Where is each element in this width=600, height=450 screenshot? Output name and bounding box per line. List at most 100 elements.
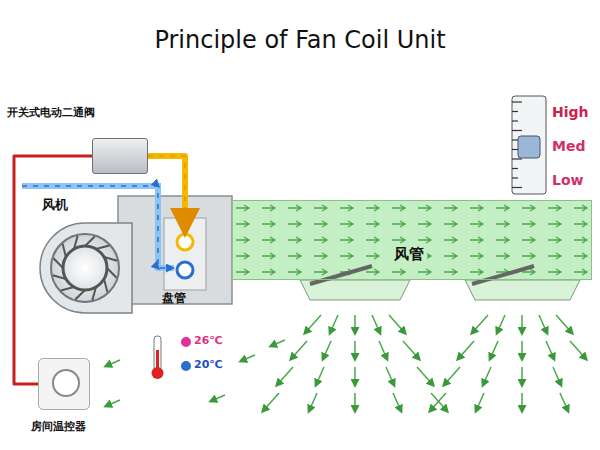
cold-dot	[181, 361, 191, 371]
air-arrow	[444, 367, 460, 385]
part-label: Med	[552, 138, 585, 154]
air-arrow	[431, 393, 447, 411]
tick	[512, 130, 522, 131]
air-arrow	[309, 393, 317, 411]
air-arrow	[539, 315, 547, 333]
air-arrow	[291, 341, 307, 359]
air-arrow	[521, 341, 523, 359]
air-arrow	[354, 393, 356, 411]
fan-blade	[61, 287, 74, 290]
chilled-water-pipe	[22, 186, 174, 268]
coil-inlet	[177, 234, 193, 250]
duct-airflow	[232, 200, 592, 280]
coil-outlet	[177, 262, 193, 278]
fan-wheel	[51, 234, 119, 302]
part-label: 20℃	[194, 358, 223, 371]
thermometer-bulb	[152, 367, 164, 379]
air-arrow	[497, 315, 505, 333]
air-arrow	[354, 315, 356, 333]
air-duct: 风管	[232, 200, 592, 280]
fan-blade	[63, 244, 66, 257]
air-arrow	[323, 341, 331, 359]
node-label: 风机	[42, 196, 68, 214]
fan-blade	[96, 246, 109, 249]
fan-blade	[85, 236, 95, 246]
air-arrow	[403, 341, 419, 359]
air-arrow	[556, 315, 572, 333]
tick	[512, 101, 522, 102]
air-arrow	[490, 341, 498, 359]
air-arrow	[553, 367, 561, 385]
air-arrow	[386, 367, 394, 385]
fan-blades	[53, 236, 117, 300]
air-arrow	[330, 315, 338, 333]
hot-dot	[181, 337, 191, 347]
part-label: 26℃	[194, 334, 223, 347]
fan-blade	[104, 257, 117, 261]
air-arrow	[546, 341, 554, 359]
air-arrow	[483, 367, 491, 385]
air-arrow	[211, 395, 225, 401]
node-label: 房间温控器	[31, 419, 86, 434]
air-arrow	[372, 315, 380, 333]
speed-switch	[512, 96, 546, 194]
tick	[512, 177, 518, 178]
supply-air-arrows	[106, 315, 586, 411]
air-arrow	[417, 367, 433, 385]
air-arrow	[430, 393, 446, 411]
air-arrow	[379, 341, 387, 359]
air-arrow	[560, 393, 568, 411]
tick	[512, 111, 518, 112]
tick	[512, 187, 522, 188]
tick	[512, 158, 522, 159]
fan: 风机	[38, 222, 132, 308]
coil-panel	[164, 218, 206, 290]
air-arrow	[277, 367, 293, 385]
part-label: High	[552, 104, 589, 120]
air-arrow	[305, 315, 321, 333]
air-arrow	[316, 367, 324, 385]
fan-blade	[74, 236, 78, 249]
air-arrow	[521, 393, 523, 411]
node-label: 开关式电动二通阀	[7, 105, 95, 120]
hot-water-flow	[148, 156, 185, 226]
diagram-title: Principle of Fan Coil Unit	[0, 26, 600, 54]
fan-blade	[53, 275, 66, 279]
switch-knob	[518, 136, 540, 158]
fan-blade	[104, 279, 107, 292]
coil: 盘管	[170, 226, 200, 284]
room-thermostat: 房间温控器	[38, 358, 90, 410]
fan-housing	[40, 223, 132, 313]
hot-water-pipe	[148, 156, 185, 226]
air-arrow	[570, 341, 586, 359]
air-arrow	[393, 393, 401, 411]
control-wire	[14, 156, 92, 384]
air-arrow	[354, 341, 356, 359]
air-arrow	[271, 340, 285, 346]
fan-blade	[75, 290, 85, 300]
air-arrow	[263, 393, 279, 411]
air-arrow	[106, 400, 120, 406]
part-label: Low	[552, 172, 583, 188]
node-label: 盘管	[162, 290, 186, 307]
fan-blade	[53, 258, 63, 268]
tick	[512, 149, 518, 150]
air-arrow	[354, 367, 356, 385]
damper-blade	[310, 266, 372, 284]
thermostat-dial	[52, 369, 80, 397]
air-arrow	[521, 367, 523, 385]
fan-blade	[92, 287, 96, 300]
air-arrow	[458, 341, 474, 359]
fan-blade	[107, 268, 117, 278]
air-arrow	[472, 315, 488, 333]
duct-body	[232, 200, 592, 280]
tick	[512, 120, 518, 121]
air-arrow	[521, 315, 523, 333]
electric-valve: 开关式电动二通阀	[92, 138, 148, 174]
tick	[512, 168, 518, 169]
fan-hub	[63, 246, 107, 290]
node-label: 风管	[391, 245, 427, 264]
tick	[512, 139, 518, 140]
